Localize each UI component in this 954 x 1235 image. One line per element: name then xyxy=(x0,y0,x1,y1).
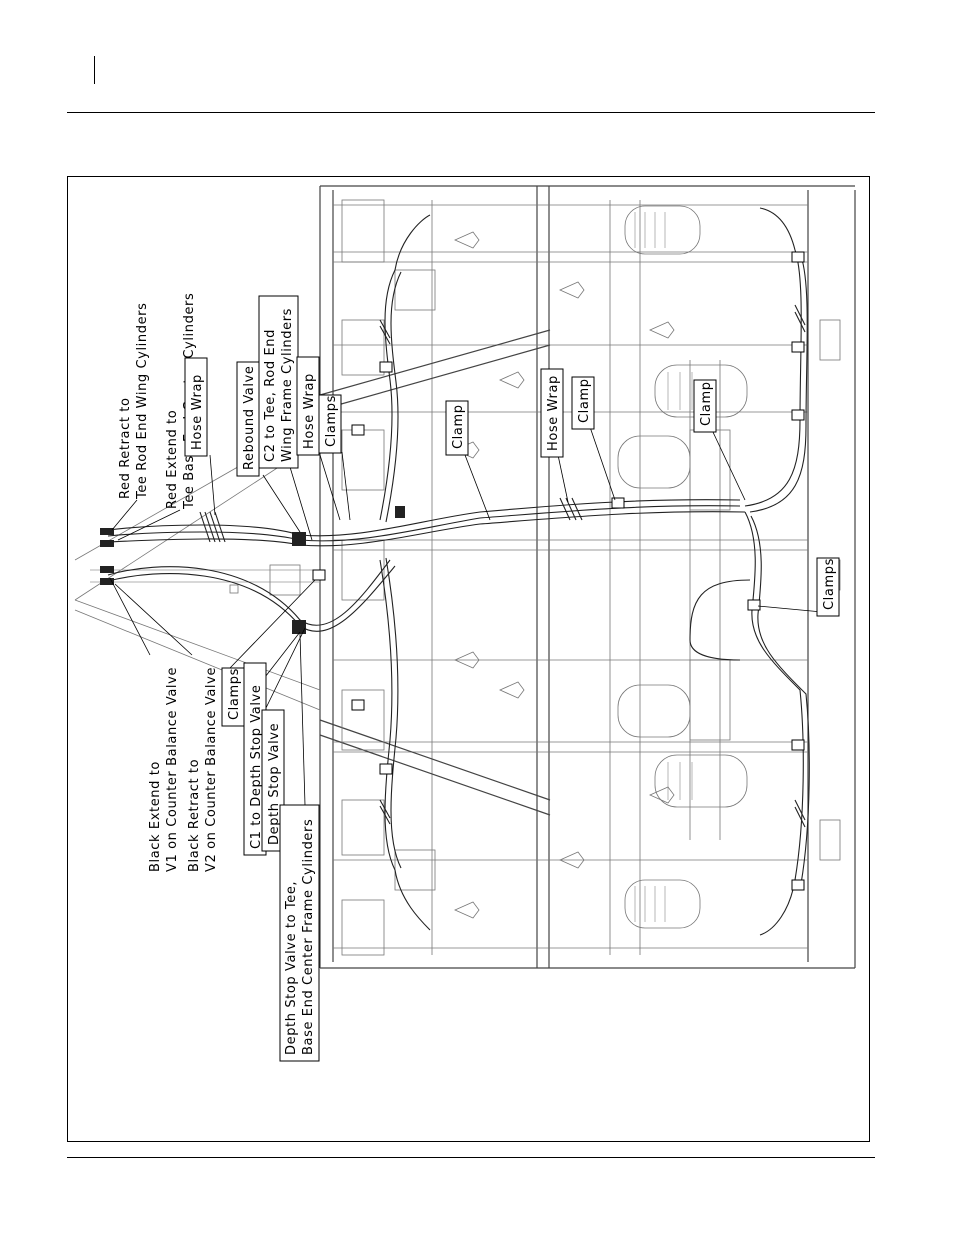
label-line: Clamps xyxy=(227,668,242,720)
label-line: Hose Wrap xyxy=(546,375,561,451)
shank-assemblies xyxy=(341,199,841,956)
label-clamp-2: Clamp xyxy=(571,376,595,430)
header-rule xyxy=(67,112,875,113)
label-line: Hose Wrap xyxy=(190,374,205,450)
label-black-extend: Black Extend to V1 on Counter Balance Va… xyxy=(148,667,180,872)
label-line: Black Extend to xyxy=(148,761,163,872)
label-line: Clamps xyxy=(324,395,339,447)
figure-frame xyxy=(67,176,870,1142)
label-clamp-1: Clamp xyxy=(445,400,469,456)
label-line: Base End Center Frame Cylinders xyxy=(301,819,316,1055)
label-depth-stop-tee: Depth Stop Valve to Tee, Base End Center… xyxy=(279,804,320,1062)
label-line: Depth Stop Valve xyxy=(267,723,282,845)
label-line: Clamp xyxy=(577,378,592,423)
label-line: Tee Rod End Wing Cylinders xyxy=(135,303,150,501)
label-c1: C1 to Depth Stop Valve xyxy=(243,662,267,856)
hydraulic-hoses xyxy=(100,207,810,936)
label-line: Red Retract to xyxy=(118,397,133,499)
label-line: Clamp xyxy=(451,404,466,449)
label-black-retract: Black Retract to V2 on Counter Balance V… xyxy=(187,667,219,872)
label-line: Rebound Valve xyxy=(242,366,257,470)
label-line: V2 on Counter Balance Valve xyxy=(204,667,219,872)
machine-frame xyxy=(74,185,856,969)
label-clamps-1: Clamps xyxy=(318,394,342,454)
callout-labels: Red Retract to Tee Rod End Wing Cylinder… xyxy=(118,293,840,1062)
label-c2: C2 to Tee, Rod End Wing Frame Cylinders xyxy=(258,295,299,469)
label-line: Clamp xyxy=(699,381,714,426)
label-hose-wrap-3: Hose Wrap xyxy=(540,368,564,458)
label-line: Black Retract to xyxy=(187,759,202,872)
label-hose-wrap-2: Hose Wrap xyxy=(296,356,320,456)
label-hose-wrap-1: Hose Wrap xyxy=(184,357,208,457)
label-line: Wing Frame Cylinders xyxy=(280,308,295,462)
label-line: V1 on Counter Balance Valve xyxy=(165,667,180,872)
label-line: Red Extend to xyxy=(165,410,180,509)
wheels xyxy=(617,205,748,929)
label-line: Hose Wrap xyxy=(302,373,317,449)
label-clamp-3: Clamp xyxy=(693,379,717,433)
label-red-retract: Red Retract to Tee Rod End Wing Cylinder… xyxy=(118,303,150,501)
label-line: C2 to Tee, Rod End xyxy=(263,329,278,462)
label-clamps-3: Clamps xyxy=(221,667,245,727)
footer-rule xyxy=(67,1157,875,1158)
label-rebound-valve: Rebound Valve xyxy=(236,361,260,477)
header-tick xyxy=(94,56,95,84)
label-clamps-2: Clamps xyxy=(816,557,840,617)
label-depth-stop: Depth Stop Valve xyxy=(261,709,285,852)
label-line: Clamps xyxy=(822,558,837,610)
label-line: C1 to Depth Stop Valve xyxy=(249,685,264,849)
label-line: Depth Stop Valve to Tee, xyxy=(284,881,299,1055)
